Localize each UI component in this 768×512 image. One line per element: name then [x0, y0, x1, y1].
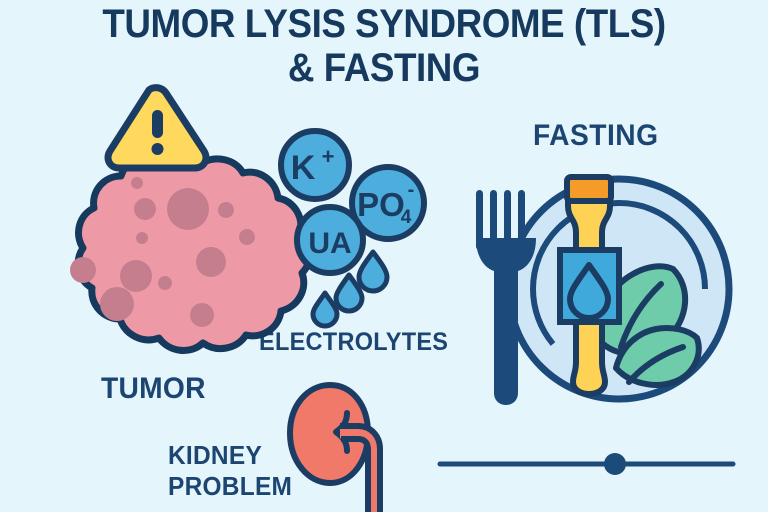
electrolyte-po4-label: PO	[357, 186, 405, 223]
electrolyte-circle-ua: UA	[294, 204, 366, 276]
water-droplet-icon	[310, 249, 390, 329]
slider-handle[interactable]	[604, 453, 626, 475]
water-bottle-icon	[557, 174, 622, 397]
warning-triangle-icon	[104, 84, 210, 172]
label-electrolytes: ELECTROLYTES	[259, 328, 449, 356]
electrolyte-po4-sup: -	[408, 179, 415, 201]
electrolyte-po4-sub: 4	[401, 207, 412, 228]
label-fasting: FASTING	[533, 119, 659, 152]
fork-icon	[476, 190, 536, 405]
electrolyte-ua-label: UA	[308, 227, 351, 260]
electrolyte-k-label: K	[291, 149, 316, 187]
slider-divider[interactable]	[437, 453, 736, 475]
electrolyte-circle-k: K +	[278, 128, 352, 202]
tumor-blob-icon	[70, 147, 314, 354]
electrolyte-k-sup: +	[322, 144, 335, 169]
electrolyte-circle-po4: PO 4 -	[349, 164, 427, 242]
kidney-icon	[286, 381, 383, 512]
label-kidney-problem: KIDNEY PROBLEM	[168, 440, 293, 501]
page-title: TUMOR LYSIS SYNDROME (TLS) & FASTING	[102, 2, 666, 90]
label-tumor: TUMOR	[101, 372, 206, 405]
